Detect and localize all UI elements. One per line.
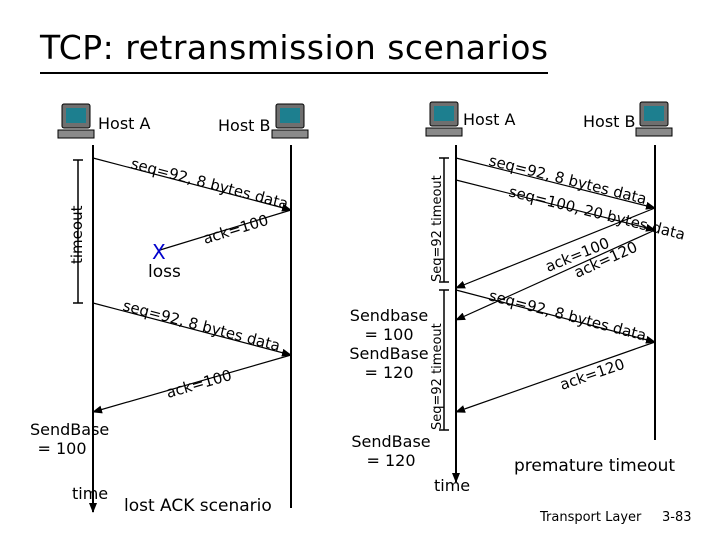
ack-arrow bbox=[159, 209, 292, 251]
time-label: time bbox=[434, 476, 471, 495]
sendbase-note: SendBase = 100 bbox=[30, 420, 110, 458]
timeout-label: timeout bbox=[68, 205, 86, 264]
computer-icon bbox=[635, 101, 673, 137]
sendbase-value: = 120 bbox=[364, 363, 414, 382]
host-b-label: Host B bbox=[583, 112, 636, 131]
segment-arrow bbox=[455, 157, 656, 210]
host-a-label: Host A bbox=[98, 114, 151, 133]
footer-course: Transport Layer bbox=[540, 510, 642, 525]
sendbase-label: SendBase bbox=[349, 344, 429, 363]
computer-icon bbox=[425, 101, 463, 137]
segment-arrow bbox=[92, 302, 292, 357]
timeout-label: Seq=92 timeout bbox=[430, 175, 445, 282]
ack-arrow bbox=[455, 229, 656, 321]
slide-title: TCP: retransmission scenarios bbox=[40, 28, 549, 67]
computer-icon bbox=[57, 103, 95, 139]
sendbase-label: SendBase bbox=[351, 432, 431, 451]
sendbase-value: = 100 bbox=[364, 325, 414, 344]
host-a-label: Host A bbox=[463, 110, 516, 129]
time-label: time bbox=[72, 484, 109, 503]
ack-label: ack=120 bbox=[557, 355, 627, 394]
ack-arrow bbox=[455, 341, 656, 413]
segment-label: seq=92, 8 bytes data bbox=[121, 296, 282, 355]
segment-label: seq=92, 8 bytes data bbox=[129, 154, 290, 213]
sendbase-note: Sendbase = 100 SendBase = 120 bbox=[342, 306, 436, 382]
title-underline bbox=[40, 72, 548, 74]
host-b-label: Host B bbox=[218, 116, 271, 135]
scenario-caption: premature timeout bbox=[514, 456, 676, 476]
segment-arrow bbox=[455, 289, 656, 344]
segment-label: seq=92, 8 bytes data bbox=[487, 286, 648, 344]
footer-page-number: 3-83 bbox=[662, 510, 692, 525]
sendbase-value: = 100 bbox=[37, 439, 87, 458]
ack-arrow bbox=[455, 207, 656, 289]
sendbase-label: SendBase bbox=[30, 420, 110, 439]
timeout-label: Seq=92 timeout bbox=[430, 323, 445, 430]
ack-arrow bbox=[92, 354, 292, 414]
ack-label: ack=100 bbox=[164, 366, 234, 402]
computer-icon bbox=[271, 103, 309, 139]
scenario-caption: lost ACK scenario bbox=[124, 496, 272, 516]
sendbase-label: Sendbase bbox=[349, 306, 429, 325]
sendbase-value: = 120 bbox=[366, 451, 416, 470]
ack-label: ack=100 bbox=[201, 211, 271, 248]
loss-label: loss bbox=[148, 262, 181, 282]
segment-arrow bbox=[92, 157, 292, 212]
sendbase-note: SendBase = 120 bbox=[350, 432, 432, 470]
loss-x-mark: X bbox=[152, 240, 166, 264]
